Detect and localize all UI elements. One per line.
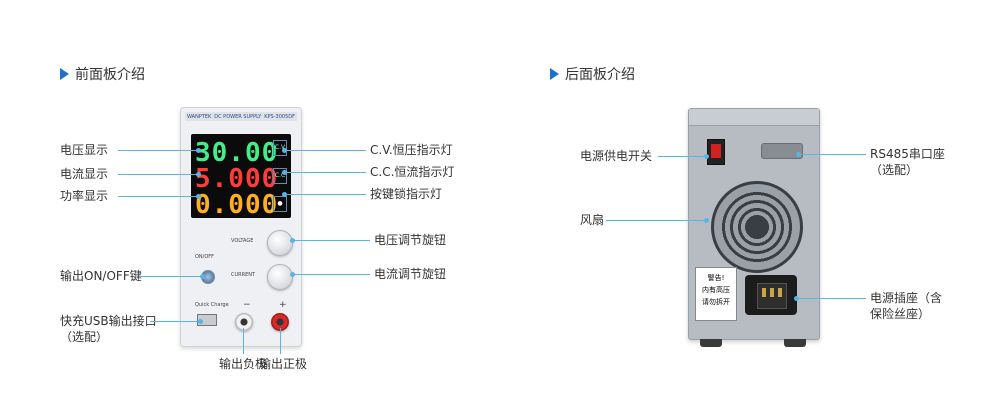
- rs485-label: RS485串口座: [870, 146, 945, 162]
- rear-foot-left: [700, 339, 722, 347]
- voltage-knob-label: VOLTAGE: [231, 238, 253, 244]
- power-switch-dot: [704, 154, 709, 159]
- switch-rocker: [711, 144, 721, 158]
- plus-sign: +: [279, 300, 287, 310]
- current-readout: 5.000: [195, 166, 278, 192]
- output-positive-label: 输出正极: [259, 356, 307, 372]
- power-display-leader: [118, 196, 198, 197]
- positive-terminal-leader: [280, 328, 281, 354]
- current-display-dot: [196, 172, 201, 177]
- product-type-text: DC POWER SUPPLY: [214, 114, 261, 120]
- fan-grille: [711, 181, 803, 273]
- voltage-display-dot: [196, 148, 201, 153]
- triangle-marker-icon: [60, 68, 69, 80]
- voltage-display-leader: [118, 150, 198, 151]
- front-panel-section-title: 前面板介绍: [60, 64, 145, 84]
- negative-terminal[interactable]: [235, 313, 253, 331]
- power-switch[interactable]: [707, 139, 725, 165]
- warning-sticker: 警告! 内有高压 请勿拆开: [695, 267, 737, 321]
- on-off-label: ON/OFF: [195, 254, 214, 260]
- lock-indicator-leader: [286, 194, 366, 195]
- power-readout: 0.000: [195, 192, 278, 218]
- current-knob[interactable]: [267, 264, 293, 290]
- usb-optional-label: （选配）: [60, 329, 108, 345]
- power-socket-label-1: 电源插座（含: [870, 290, 942, 306]
- power-socket[interactable]: [745, 275, 797, 315]
- front-panel-title-text: 前面板介绍: [75, 64, 145, 84]
- warning-line-1: 警告!: [696, 272, 736, 284]
- cv-indicator-leader: [286, 150, 366, 151]
- power-display-label: 功率显示: [60, 188, 108, 204]
- socket-pin: [770, 288, 774, 297]
- triangle-marker-icon: [550, 68, 559, 80]
- power-socket-label-2: 保险丝座）: [870, 306, 930, 322]
- current-knob-label: CURRENT: [231, 272, 255, 278]
- current-display-leader: [118, 174, 198, 175]
- brand-logo: WANPTEK: [187, 114, 211, 120]
- socket-pin: [778, 288, 782, 297]
- output-on-off-label: 输出ON/OFF键: [60, 268, 142, 284]
- display-panel: 30.00 5.000 0.000 C.V C.C ●: [191, 134, 291, 218]
- cc-indicator-leader: [286, 172, 366, 173]
- cc-indicator-label: C.C.恒流指示灯: [370, 164, 454, 180]
- power-switch-label: 电源供电开关: [580, 148, 652, 164]
- cv-indicator-label: C.V.恒压指示灯: [370, 142, 453, 158]
- power-socket-leader: [798, 298, 866, 299]
- lock-indicator-light: ●: [273, 196, 287, 212]
- output-on-off-dot: [200, 274, 205, 279]
- voltage-display-label: 电压显示: [60, 142, 108, 158]
- rear-panel-section-title: 后面板介绍: [550, 64, 635, 84]
- fan-label: 风扇: [580, 212, 604, 228]
- front-panel-image: WANPTEK DC POWER SUPPLY KPS-3005DF 30.00…: [180, 107, 302, 347]
- lock-indicator-label: 按键锁指示灯: [370, 186, 442, 202]
- socket-pin: [762, 288, 766, 297]
- model-number: KPS-3005DF: [264, 114, 295, 120]
- fan-dot: [704, 218, 709, 223]
- warning-line-3: 请勿拆开: [696, 296, 736, 308]
- rear-foot-right: [784, 339, 806, 347]
- current-knob-leader: [294, 274, 370, 275]
- negative-terminal-leader: [243, 328, 244, 354]
- brand-bar: WANPTEK DC POWER SUPPLY KPS-3005DF: [185, 112, 297, 121]
- rs485-leader: [800, 154, 866, 155]
- power-display-dot: [196, 194, 201, 199]
- usb-port-dot: [198, 319, 203, 324]
- voltage-knob-leader: [294, 240, 370, 241]
- quick-charge-label: Quick Charge: [195, 302, 229, 308]
- rear-panel-title-text: 后面板介绍: [565, 64, 635, 84]
- usb-port-label: 快充USB输出接口: [60, 313, 157, 329]
- output-on-off-leader: [140, 276, 202, 277]
- warning-line-2: 内有高压: [696, 284, 736, 296]
- minus-sign: −: [243, 300, 251, 310]
- voltage-knob-label-callout: 电压调节旋钮: [374, 232, 446, 248]
- usb-port-leader: [150, 321, 200, 322]
- rs485-optional-label: （选配）: [870, 162, 918, 178]
- socket-inner: [757, 283, 787, 309]
- voltage-knob[interactable]: [267, 230, 293, 256]
- voltage-readout: 30.00: [195, 140, 278, 166]
- rear-panel-image: 警告! 内有高压 请勿拆开: [688, 108, 820, 340]
- current-knob-label-callout: 电流调节旋钮: [374, 266, 446, 282]
- rear-top-strip: [689, 109, 819, 126]
- current-display-label: 电流显示: [60, 166, 108, 182]
- power-switch-leader: [658, 156, 706, 157]
- fan-leader: [606, 220, 706, 221]
